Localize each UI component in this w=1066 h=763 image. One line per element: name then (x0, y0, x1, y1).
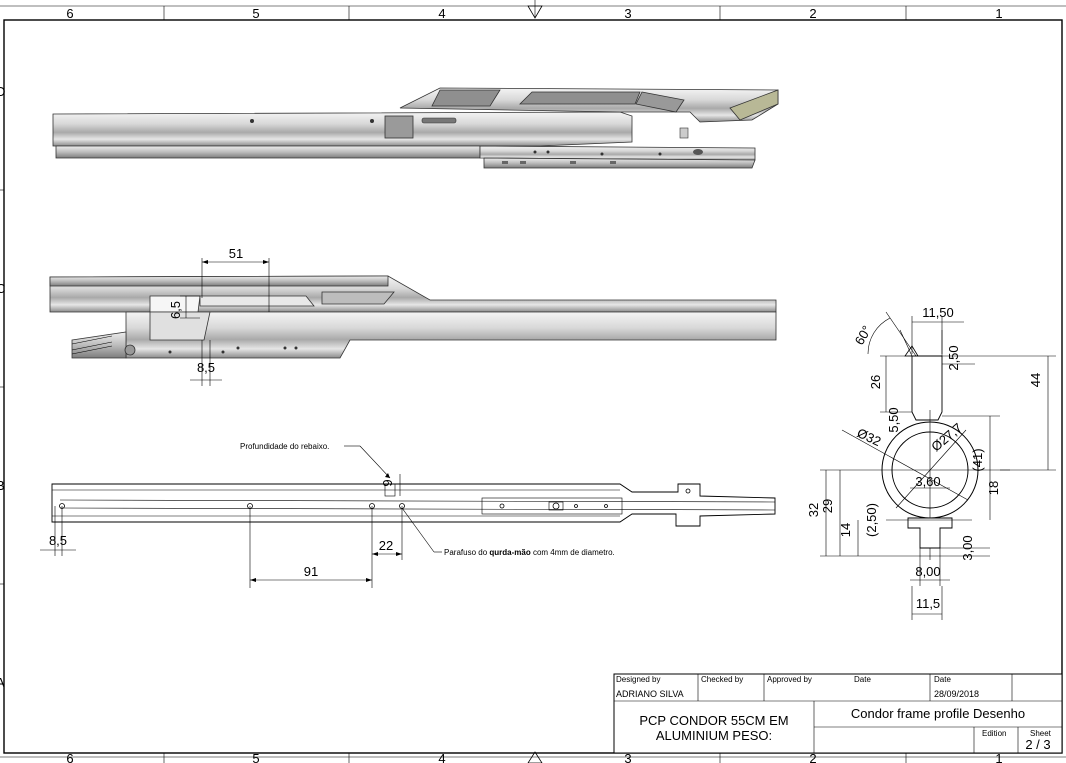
zone-col-5-top: 5 (252, 6, 259, 21)
zone-col-4-top: 4 (438, 6, 445, 21)
note-depth: Profundidade do rebaixo. (240, 442, 329, 451)
dim-11-5: 11,5 (916, 596, 940, 611)
dim-8-5-side: 8,5 (197, 360, 215, 375)
dim-26: 26 (868, 375, 883, 389)
zone-col-1-top: 1 (995, 6, 1002, 21)
zone-col-3-bottom: 3 (624, 751, 631, 763)
dim-5-50: 5,50 (886, 407, 901, 432)
dim-29: 29 (820, 499, 835, 513)
dim-6-5: 6,5 (168, 301, 183, 319)
sheet-value: 2 / 3 (1025, 737, 1050, 752)
dim-22: 22 (379, 538, 393, 553)
part-name-line1: PCP CONDOR 55CM EM (639, 713, 788, 728)
dim-32: 32 (806, 503, 821, 517)
zone-labels: 6 5 4 3 2 1 6 5 4 3 2 1 D C B A (0, 6, 1003, 763)
sheet-label: Sheet (1030, 729, 1052, 738)
zone-col-4-bottom: 4 (438, 751, 445, 763)
dim-8-5-bottom: 8,5 (49, 533, 67, 548)
zone-col-3-top: 3 (624, 6, 631, 21)
dim-41: (41) (970, 448, 985, 471)
checked-by-label: Checked by (701, 675, 743, 684)
dim-2-50-b: (2,50) (864, 503, 879, 537)
dim-phi32: Ø32 (855, 425, 884, 449)
dim-2-50: 2,50 (946, 345, 961, 370)
zone-col-6-bottom: 6 (66, 751, 73, 763)
edition-label: Edition (982, 729, 1006, 738)
designed-by-label: Designed by (616, 675, 660, 684)
dim-9: 9 (380, 479, 395, 486)
title-block: Designed by ADRIANO SILVA Checked by App… (613, 673, 1063, 754)
zone-col-2-top: 2 (809, 6, 816, 21)
zone-col-6-top: 6 (66, 6, 73, 21)
dim-44: 44 (1028, 373, 1043, 387)
zone-row-a: A (0, 675, 5, 690)
dim-60-deg: 60° (852, 323, 875, 348)
dim-3-60: 3,60 (915, 474, 940, 489)
drawing-title: Condor frame profile Desenho (851, 706, 1025, 721)
part-name-line2: ALUMINIUM PESO: (656, 728, 772, 743)
date-label-1: Date (854, 675, 871, 684)
zone-row-c: C (0, 281, 5, 296)
designed-by-value: ADRIANO SILVA (616, 689, 684, 699)
zone-col-1-bottom: 1 (995, 751, 1002, 763)
iso-view (52, 87, 779, 169)
profile-view: Ø32 Ø27,7 11,50 60° 2,50 26 44 5,50 (41)… (806, 305, 1056, 620)
date-label-2: Date (934, 675, 951, 684)
date-value: 28/09/2018 (934, 689, 979, 699)
zone-col-5-bottom: 5 (252, 751, 259, 763)
dim-3-00: 3,00 (960, 535, 975, 560)
dim-18: 18 (986, 481, 1001, 495)
dim-11-50: 11,50 (922, 305, 954, 320)
bottom-view: Profundidade do rebaixo. 9 8,5 91 22 Par… (40, 442, 776, 588)
zone-col-2-bottom: 2 (809, 751, 816, 763)
approved-by-label: Approved by (767, 675, 812, 684)
dim-14: 14 (838, 523, 853, 537)
zone-row-b: B (0, 478, 5, 493)
dim-8-00: 8,00 (915, 564, 940, 579)
side-view: 51 6,5 8,5 (49, 246, 777, 386)
dim-91: 91 (304, 564, 318, 579)
dim-51: 51 (229, 246, 243, 261)
note-screw: Parafuso do qurda-mão com 4mm de diametr… (444, 548, 615, 557)
zone-row-d: D (0, 84, 5, 99)
